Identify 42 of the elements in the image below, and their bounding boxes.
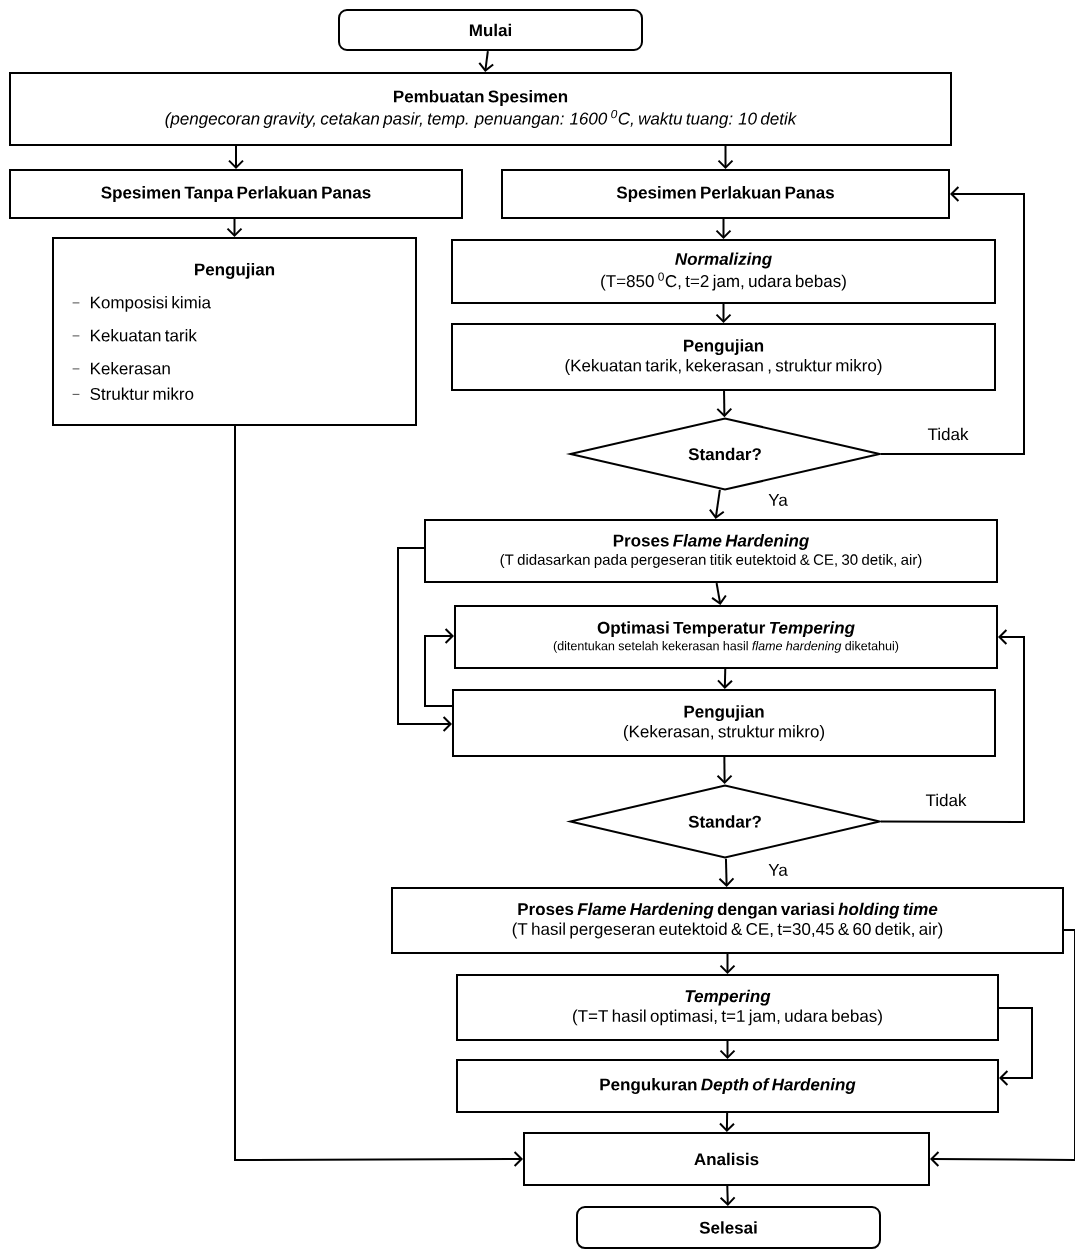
arrow [478,50,495,72]
process-box: Pengujian (Kekerasan, struktur mikro) [452,689,996,757]
arrow [226,218,243,237]
process-box: Pengujian (Kekuatan tarik, kekerasan , struktur mikro) [451,323,996,391]
arrow [998,1007,1033,1086]
arrow [719,1040,736,1059]
arrow [880,186,1025,455]
process-box: Pengujian Komposisi kimia Kekuatan tarik Kekerasan Struktur mikro [52,237,417,426]
arrow [717,668,733,689]
process-box: Pembuatan Spesimen (pengecoran gravity, cetakan pasir, temp. penuangan: 1600 $^{0}$C, waktu tuang: 10 detik [9,72,952,146]
arrow [708,488,725,519]
arrow [715,218,732,239]
arrow [719,1185,736,1206]
arrow [716,756,733,785]
terminal-box: Selesai [576,1206,881,1249]
process-box: Tempering (T=T hasil optimasi, t=1 jam, udara bebas) [456,974,999,1041]
terminal-box: Mulai [338,9,643,51]
arrow [424,628,454,707]
process-box: Optimasi Temperatur Tempering (ditentukan setelah kekerasan hasil flame hardening diketahui) [454,605,998,669]
process-box: Pengukuran Depth of Hardening [456,1059,999,1113]
arrow [930,929,1075,1168]
arrow [711,582,727,605]
process-box: Spesimen Perlakuan Panas [501,169,950,219]
edge-label: Tidak [926,426,970,442]
arrow [234,424,523,1168]
edge-label: Tidak [924,792,968,808]
arrow [719,953,736,974]
arrow [397,547,452,732]
arrow [717,145,734,169]
edge-label: Ya [767,863,789,877]
arrow [716,390,733,418]
process-box: Analisis [523,1132,930,1186]
process-box: Normalizing (T=850 $^{0}$C, t=2 jam, udara bebas) [451,239,996,304]
edge-label: Ya [767,493,789,507]
arrow [718,857,735,887]
arrow [880,629,1025,823]
arrow [719,1112,735,1132]
process-box: Proses Flame Hardening (T didasarkan pada pergeseran titik eutektoid & CE, 30 detik, air) [424,519,998,583]
arrow [228,145,244,169]
process-box: Proses Flame Hardening dengan variasi holding time (T hasil pergeseran eutektoid & CE, t=30,45 & 60 detik, air) [391,887,1064,954]
process-box: Spesimen Tanpa Perlakuan Panas [9,169,463,219]
arrow [715,303,732,323]
